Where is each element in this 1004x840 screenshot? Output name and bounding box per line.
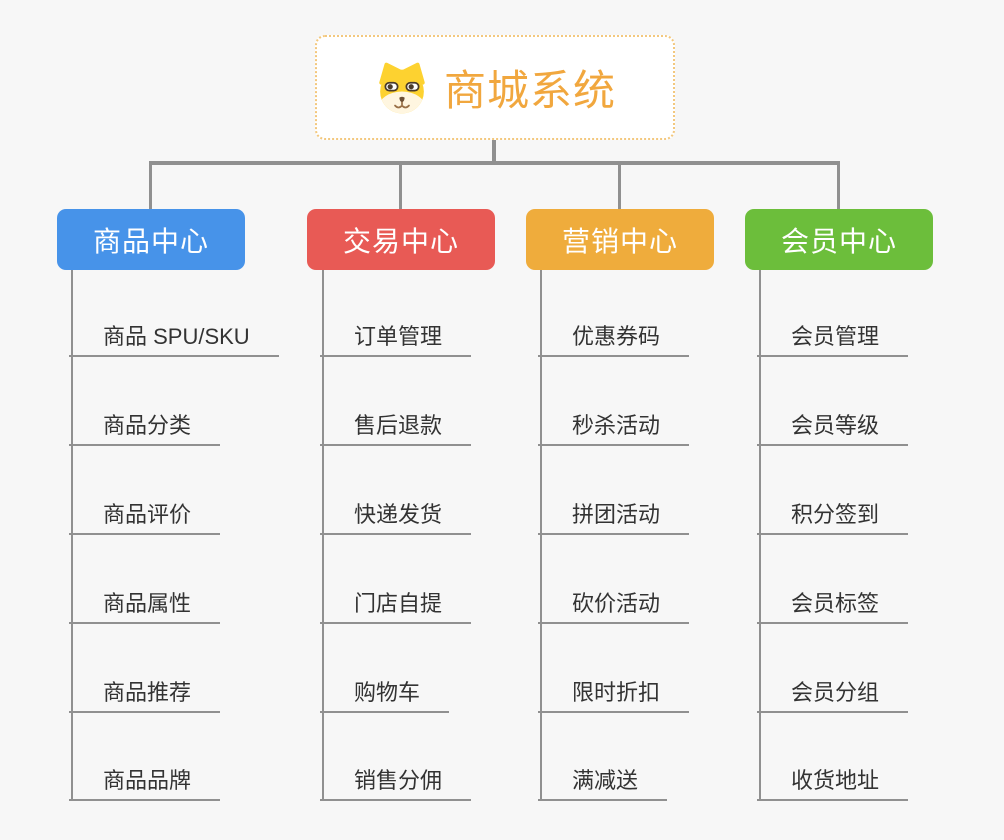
connector-drop-marketing [618,161,621,209]
leaf-node[interactable]: 商品评价 [69,489,221,535]
leaf-node[interactable]: 会员标签 [757,578,909,624]
branch-trunk-member [759,270,761,801]
leaf-node[interactable]: 会员管理 [757,311,909,357]
branch-node-trade[interactable]: 交易中心 [307,209,495,270]
connector-drop-product [149,161,152,209]
branch-label: 营销中心 [561,225,678,257]
leaf-node[interactable]: 商品推荐 [69,667,221,713]
leaf-node[interactable]: 商品属性 [69,578,221,624]
leaf-node[interactable]: 秒杀活动 [538,400,690,446]
leaf-node[interactable]: 商品 SPU/SKU [69,311,279,357]
leaf-node[interactable]: 商品分类 [69,400,221,446]
leaf-node[interactable]: 拼团活动 [538,489,690,535]
leaf-node[interactable]: 积分签到 [757,489,909,535]
leaf-node[interactable]: 商品品牌 [69,755,221,801]
leaf-node[interactable]: 砍价活动 [538,578,690,624]
leaf-node[interactable]: 快递发货 [320,489,472,535]
leaf-node[interactable]: 门店自提 [320,578,472,624]
leaf-node[interactable]: 订单管理 [320,311,472,357]
dog-face-icon [379,62,425,113]
connector-drop-trade [399,161,402,209]
branch-label: 商品中心 [92,225,209,257]
leaf-node[interactable]: 满减送 [538,755,668,801]
branch-trunk-marketing [540,270,542,801]
branch-node-marketing[interactable]: 营销中心 [526,209,714,270]
leaf-node[interactable]: 优惠券码 [538,311,690,357]
leaf-node[interactable]: 收货地址 [757,755,909,801]
root-node[interactable]: 商城系统 [315,35,675,140]
leaf-node[interactable]: 购物车 [320,667,450,713]
branch-trunk-product [71,270,73,801]
root-title: 商城系统 [443,67,616,114]
leaf-node[interactable]: 会员等级 [757,400,909,446]
branch-label: 会员中心 [780,225,897,257]
leaf-node[interactable]: 会员分组 [757,667,909,713]
branch-label: 交易中心 [342,225,459,257]
branch-node-product[interactable]: 商品中心 [57,209,245,270]
connector-horizontal-rail [149,161,839,165]
connector-root-trunk [492,140,496,165]
leaf-node[interactable]: 售后退款 [320,400,472,446]
leaf-node[interactable]: 销售分佣 [320,755,472,801]
branch-trunk-trade [322,270,324,801]
leaf-node[interactable]: 限时折扣 [538,667,690,713]
connector-drop-member [837,161,840,209]
branch-node-member[interactable]: 会员中心 [745,209,933,270]
